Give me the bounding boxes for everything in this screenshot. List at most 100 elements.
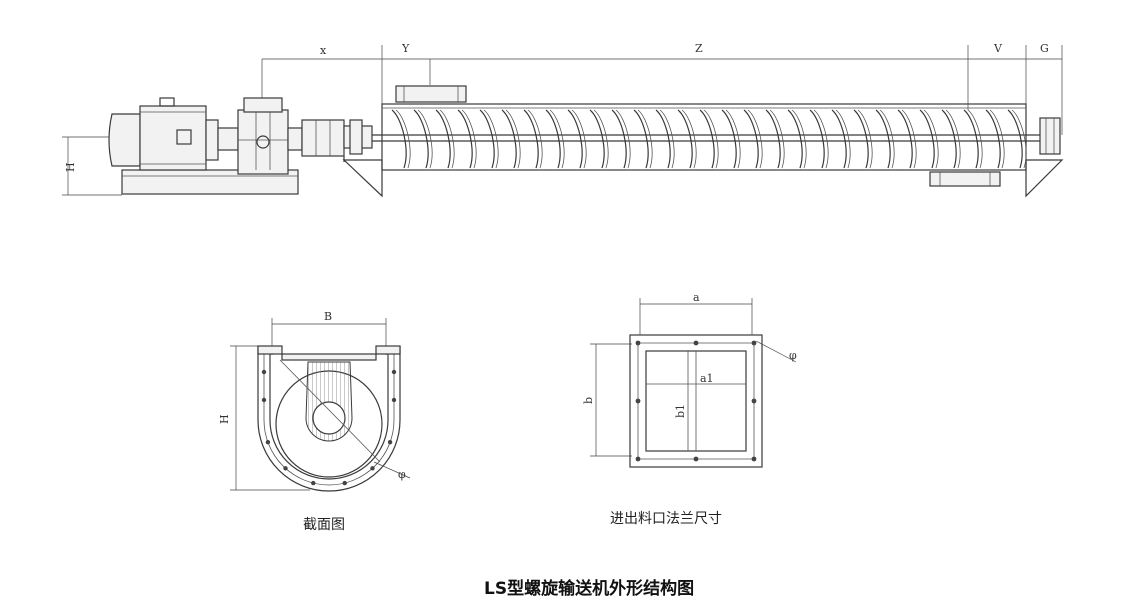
dim-label-phi-section: φ bbox=[398, 468, 406, 481]
screw-flight-edge bbox=[483, 109, 499, 169]
screw-flight bbox=[457, 109, 473, 169]
screw-flight bbox=[787, 109, 803, 169]
bolt-hole bbox=[311, 480, 316, 486]
bolt-hole bbox=[261, 397, 267, 403]
screw-flight-edge bbox=[549, 109, 565, 169]
bolt-hole bbox=[751, 340, 757, 346]
bolt-hole bbox=[635, 456, 641, 462]
screw-flight bbox=[919, 109, 935, 169]
screw-flight-edge bbox=[769, 109, 785, 169]
screw-flight-edge bbox=[857, 109, 873, 169]
dim-label-x: x bbox=[320, 44, 327, 57]
screw-flight-edge bbox=[1011, 109, 1027, 169]
bolt-hole bbox=[370, 466, 375, 471]
screw-flight-edge bbox=[945, 109, 961, 169]
screw-flight-edge bbox=[725, 109, 741, 169]
flange-outer bbox=[629, 334, 763, 468]
dim-label-a: a bbox=[693, 291, 700, 304]
dim-label-b1: b1 bbox=[674, 404, 687, 418]
screw-flight-edge bbox=[615, 109, 631, 169]
caption-flange-view: 进出料口法兰尺寸 bbox=[610, 511, 722, 527]
coupling bbox=[287, 119, 373, 157]
screw-flight bbox=[985, 109, 1001, 169]
screw-flight-edge bbox=[439, 109, 455, 169]
motor bbox=[108, 97, 239, 171]
caption-section-view: 截面图 bbox=[303, 517, 345, 533]
flange-bolt-holes bbox=[635, 340, 757, 462]
screw-flight bbox=[611, 109, 627, 169]
screw-flight-edge bbox=[505, 109, 521, 169]
screw-flight bbox=[435, 109, 451, 169]
dim-label-g: G bbox=[1040, 42, 1049, 55]
dim-label-a1: a1 bbox=[700, 372, 714, 385]
screw-flight bbox=[721, 109, 737, 169]
screw-flight bbox=[1007, 109, 1023, 169]
screw-flight bbox=[765, 109, 781, 169]
screw-flight bbox=[831, 109, 847, 169]
bolt-hole bbox=[265, 440, 271, 445]
dim-label-b-flange: b bbox=[582, 397, 595, 404]
trough-outer bbox=[257, 346, 401, 492]
screw-flight bbox=[699, 109, 715, 169]
screw-flight bbox=[677, 109, 693, 169]
bolt-hole bbox=[387, 440, 393, 445]
screw-flight-edge bbox=[813, 109, 829, 169]
screw-flight bbox=[963, 109, 979, 169]
screw-flight bbox=[809, 109, 825, 169]
screw-flight-edge bbox=[879, 109, 895, 169]
bolt-hole bbox=[635, 398, 641, 404]
screw-flight bbox=[941, 109, 957, 169]
dim-label-h-elevation: H bbox=[64, 162, 77, 172]
screw-flight bbox=[743, 109, 759, 169]
section-bolt-holes bbox=[261, 369, 397, 486]
bolt-hole bbox=[751, 456, 757, 462]
dim-label-v: V bbox=[993, 42, 1003, 55]
screw-flight bbox=[633, 109, 649, 169]
bolt-hole bbox=[391, 397, 397, 403]
dim-label-phi-flange: φ bbox=[789, 349, 797, 362]
dim-label-h-section: H bbox=[218, 414, 231, 424]
screw-flight-edge bbox=[527, 109, 543, 169]
bolt-hole bbox=[635, 340, 641, 346]
elevation-view: x Y Z V G H bbox=[62, 42, 1064, 198]
screw-flight-edge bbox=[835, 109, 851, 169]
screw-flight-edge bbox=[395, 109, 411, 169]
bolt-hole bbox=[751, 398, 757, 404]
trough-inner bbox=[269, 346, 389, 480]
screw-flights bbox=[391, 109, 1027, 169]
screw-flight bbox=[655, 109, 671, 169]
screw-flight bbox=[853, 109, 869, 169]
screw-flight bbox=[523, 109, 539, 169]
screw-flight bbox=[413, 109, 429, 169]
screw-flight-edge bbox=[967, 109, 983, 169]
dim-label-y: Y bbox=[401, 42, 410, 55]
bolt-hole bbox=[693, 456, 699, 462]
bolt-hole bbox=[342, 480, 347, 486]
flange-view: a b a1 b1 φ bbox=[582, 291, 797, 468]
screw-flight bbox=[589, 109, 605, 169]
screw-flight-edge bbox=[703, 109, 719, 169]
screw-flight-edge bbox=[571, 109, 587, 169]
screw-flight-edge bbox=[747, 109, 763, 169]
screw-flight-edge bbox=[681, 109, 697, 169]
trough-cover bbox=[281, 353, 377, 361]
screw-flight bbox=[479, 109, 495, 169]
screw-flight-edge bbox=[417, 109, 433, 169]
screw-trough bbox=[342, 85, 1064, 198]
bolt-hole bbox=[391, 369, 397, 375]
bolt-hole bbox=[693, 340, 699, 346]
screw-flight bbox=[391, 109, 407, 169]
screw-flight-edge bbox=[989, 109, 1005, 169]
drawing-title: LS型螺旋输送机外形结构图 bbox=[484, 579, 695, 599]
screw-flight bbox=[501, 109, 517, 169]
screw-flight bbox=[545, 109, 561, 169]
screw-flight-edge bbox=[461, 109, 477, 169]
screw-flight-edge bbox=[593, 109, 609, 169]
screw-flight bbox=[567, 109, 583, 169]
dim-label-b-section: B bbox=[324, 310, 332, 323]
screw-flight bbox=[875, 109, 891, 169]
section-view: B H φ bbox=[218, 310, 411, 492]
gear-reducer bbox=[237, 97, 289, 175]
dim-label-z: Z bbox=[695, 42, 703, 55]
